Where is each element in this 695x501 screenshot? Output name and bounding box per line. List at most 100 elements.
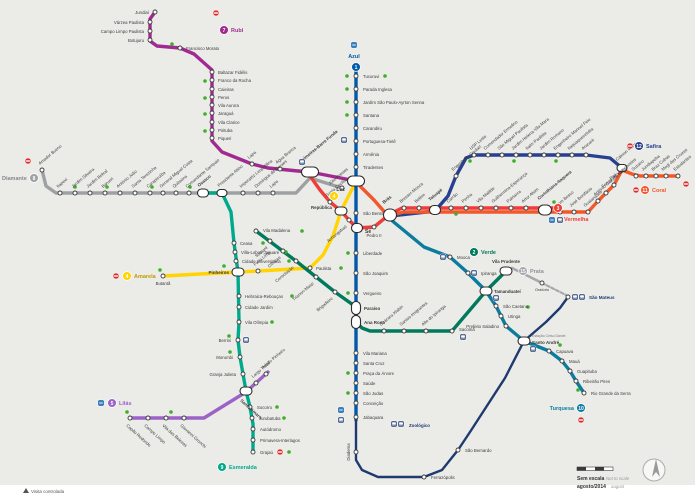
bike-parking-icon [169,410,173,414]
station-osasco [196,188,210,198]
station-santa-terezinha [132,190,138,196]
bus-icon [463,338,465,340]
station-estudantes [675,173,681,179]
station-pirituba [209,127,215,133]
station-label-pedro-ii: Pedro II [366,233,381,238]
station-sacoma [449,328,455,334]
line-badge-11 [640,185,650,195]
station-pinheiros [231,267,245,277]
bike-parking-icon [73,185,77,189]
station-bras [382,208,398,222]
line-badge-15 [518,266,528,276]
line-badge-number-8: 8 [33,176,36,182]
station-label-carandiru: Carandiru [363,126,382,131]
line-badge-2 [469,247,479,257]
station-piqueri [209,135,215,141]
station-label-paraiso: Paraíso [364,306,381,311]
station-largo-treze [253,380,259,386]
bike-parking-icon [290,294,294,298]
scale-bar [586,467,595,471]
scale-bar [604,467,613,471]
bus-icon [302,163,304,165]
text-zoologico: Zoológico [409,423,430,428]
station-quitauna [173,190,179,196]
station-label-franco-da-rocha: Franco da Rocha [218,78,252,83]
station-saude [353,380,359,386]
station-label-ferrazopolis: Ferrazópolis [431,475,455,480]
station-ribeirao-pires [573,378,579,384]
station-label-santana: Santana [363,113,380,118]
bus-icon [394,425,396,427]
text-estacao-celso-daniel: Estação Celso Daniel [532,334,566,338]
text-visita-controlada: Visita controlada [31,489,65,494]
station-label-parada-inglesa: Parada Inglesa [363,87,393,92]
station-ipiranga [465,270,471,276]
station-anhangabau [346,217,352,223]
bus-icon [244,341,246,343]
station-se [350,222,364,234]
station-pedro-ii [371,224,377,230]
line-name-rubi: Rubi [231,28,244,34]
line-badge-number-5: 5 [111,401,114,407]
station-guaianases [585,209,591,215]
station-hebraica-reboucas [236,293,242,299]
station-label-itapevi: Itapevi [55,177,68,189]
bike-parking-icon [383,74,387,78]
bike-parking-icon [454,212,458,216]
station-consolacao [293,258,299,264]
metro-icon [97,399,105,407]
bus-icon [441,258,443,260]
bike-parking-icon [339,266,343,270]
station-label-grajau: Grajaú [260,450,274,455]
station-calmon-viana [616,163,628,173]
bus-icon [339,418,343,421]
bus-icon [300,163,302,165]
bike-parking-icon [227,334,231,338]
bike-parking-icon [222,264,226,268]
line-badge-number-11: 11 [642,188,648,194]
station-jose-bonifacio [571,209,577,215]
station-santo-andre [517,336,531,346]
line-badge-number-9: 9 [221,465,224,471]
bike-parking-icon [512,159,516,163]
bus-icon [399,422,403,425]
station-label-granja-julieta: Granja Julieta [209,372,236,377]
cptm-icon [628,145,632,147]
bike-parking-icon [158,268,162,272]
station-diadema [353,449,359,455]
line-badge-3 [553,203,563,213]
station-imperatriz-leopoldina [240,190,246,196]
station-sao-mateus [565,294,571,300]
station-corinthians-itaquera [537,204,553,216]
text-not-to-scale: Not to scale [606,476,630,481]
station-sao-joaquim [353,270,359,276]
station-santa-cecilia [327,199,333,205]
station-label-armenia: Armênia [363,152,380,157]
line-badge-number-2: 2 [473,250,476,256]
station-agua-branca [277,166,283,172]
station-label-cidade-jardim: Cidade Jardim [245,305,273,310]
station-label-vila-aurora: Vila Aurora [218,103,240,108]
station-general-miguel-costa [160,190,166,196]
station-lapa [249,161,255,167]
cptm-icon [684,183,688,185]
station-vila-prudente [499,266,513,276]
station-label-conceicao: Conceição [363,401,384,406]
bottom-band [0,485,695,501]
station-label-liberdade: Liberdade [363,251,383,256]
station-jabaquara [353,414,359,420]
station-francisco-morato [177,45,183,51]
bike-parking-icon [287,259,291,263]
station-botujuru [147,37,153,43]
station-brigadeiro [332,289,338,295]
station-label-tamanduatei: Tamanduateí [494,289,522,294]
line-15b-prata-construcao [540,281,568,297]
bike-parking-icon [576,388,580,392]
station-itapevi [57,190,63,196]
station-label-belem: Belém [413,192,426,204]
line-badge-7 [219,25,229,35]
station-santana [353,112,359,118]
bus-icon [531,350,533,352]
station-label-berrini: Berrini [219,338,231,343]
text-sem-escala: Sem escala [577,476,604,482]
